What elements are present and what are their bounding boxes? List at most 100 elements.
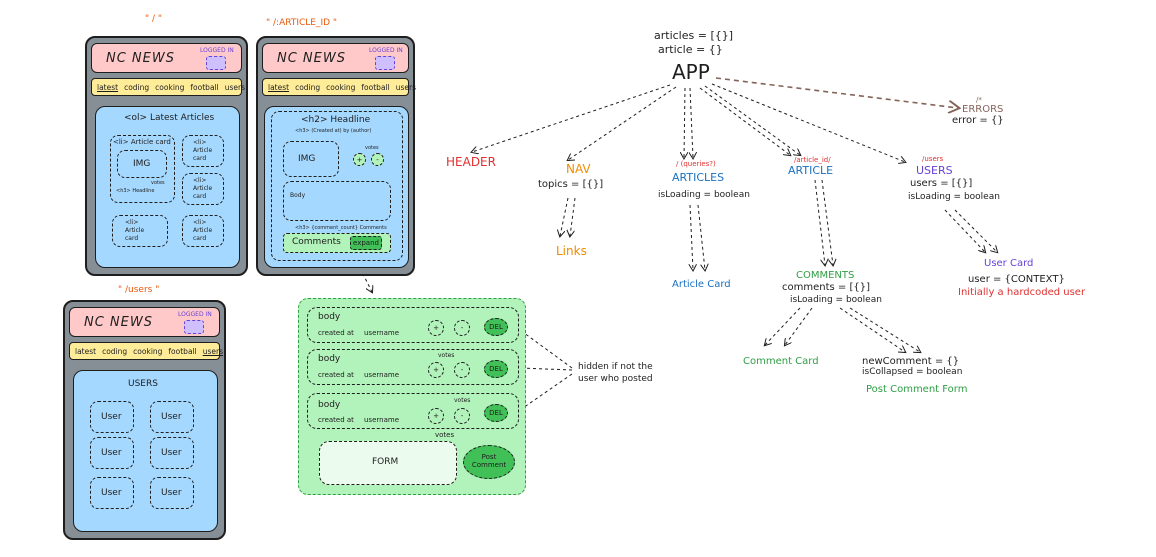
logged-in-label-3: LOGGED IN xyxy=(178,311,212,318)
route-home: " / " xyxy=(145,14,163,24)
header-box-2: NC NEWS LOGGED IN xyxy=(262,43,409,73)
app-node: APP xyxy=(672,60,710,84)
edge-nav-links-2 xyxy=(570,197,576,236)
hidden-note-1: hidden if not the xyxy=(578,362,653,372)
nav-item-coding-2[interactable]: coding xyxy=(295,82,321,92)
nav-item-coding[interactable]: coding xyxy=(124,82,150,92)
comment-card-1: body created at username + - DEL xyxy=(307,307,519,343)
nav-item-users-2[interactable]: users xyxy=(395,82,416,92)
li-article-card[interactable]: <li> Article card IMG votes <h3> Headlin… xyxy=(110,135,175,203)
created-by: <h3> (Created at) by (author) xyxy=(295,128,372,134)
header-title-2: NC NEWS xyxy=(277,51,346,66)
edge-app-articles-2 xyxy=(690,87,693,158)
comments-loading: isLoading = boolean xyxy=(790,295,882,305)
edge-users-usercard xyxy=(944,209,985,252)
user-card-2[interactable]: User xyxy=(150,401,194,433)
comment-upvote-3[interactable]: + xyxy=(428,408,444,424)
comments-bar: Comments expand xyxy=(283,233,391,253)
user-card-1[interactable]: User xyxy=(90,401,134,433)
users-loading: isLoading = boolean xyxy=(908,192,1000,202)
li-card-3[interactable]: <li> Article card xyxy=(112,215,168,247)
edge-app-articles xyxy=(684,87,685,158)
is-collapsed-state: isCollapsed = boolean xyxy=(862,367,963,377)
user-card-4[interactable]: User xyxy=(150,437,194,469)
comment-downvote-1[interactable]: - xyxy=(454,320,470,336)
article-body: Body xyxy=(283,181,391,221)
li-card-4[interactable]: <li> Article card xyxy=(182,215,224,247)
users-heading: USERS xyxy=(128,379,158,389)
nav-item-football-3[interactable]: football xyxy=(168,346,197,356)
delete-button-3[interactable]: DEL xyxy=(484,404,508,422)
route-article: " /:ARTICLE_ID " xyxy=(266,18,338,28)
delete-button-2[interactable]: DEL xyxy=(484,360,508,378)
user-card-6[interactable]: User xyxy=(150,477,194,509)
edge-comments-form-2 xyxy=(849,307,920,352)
nav-item-coding-3[interactable]: coding xyxy=(102,346,128,356)
nav-item-latest-3[interactable]: latest xyxy=(75,346,97,356)
header-box-3: NC NEWS LOGGED IN xyxy=(69,307,220,337)
comment-count: <h3> {comment_count} Comments xyxy=(295,225,387,231)
articles-panel: <ol> Latest Articles <li> Article card I… xyxy=(95,106,240,268)
article-node: ARTICLE xyxy=(788,164,834,177)
li-card-2[interactable]: <li> Article card xyxy=(182,173,224,205)
user-card-3[interactable]: User xyxy=(90,437,134,469)
comment-downvote-2[interactable]: - xyxy=(454,362,470,378)
comment-card-node: Comment Card xyxy=(743,356,819,367)
header-title: NC NEWS xyxy=(106,51,175,66)
upvote-button[interactable]: + xyxy=(353,153,366,166)
nav-bar-2: latest coding cooking football users xyxy=(262,78,416,96)
comment-form[interactable]: FORM xyxy=(319,441,457,485)
h2-headline: <h2> Headline xyxy=(301,115,371,125)
users-node: USERS xyxy=(916,164,953,177)
edge-app-header xyxy=(472,84,671,152)
articles-node: ARTICLES xyxy=(672,171,725,184)
user-card-5[interactable]: User xyxy=(90,477,134,509)
nav-item-cooking[interactable]: cooking xyxy=(155,82,185,92)
edge-app-article-2 xyxy=(704,85,800,155)
hidden-note-2: user who posted xyxy=(578,374,653,384)
logged-in-box xyxy=(206,56,226,70)
nav-item-cooking-2[interactable]: cooking xyxy=(326,82,356,92)
post-comment-button[interactable]: Post Comment xyxy=(463,445,515,479)
edge-article-comments xyxy=(814,179,825,265)
nav-state: topics = [{}] xyxy=(538,179,604,190)
logged-in-box-2 xyxy=(375,56,395,70)
nav-item-football-2[interactable]: football xyxy=(361,82,390,92)
nav-bar-3: latest coding cooking football users xyxy=(69,342,223,360)
comments-node: COMMENTS xyxy=(796,270,855,281)
user-card-node: User Card xyxy=(984,258,1034,269)
edge-app-errors xyxy=(715,77,958,108)
comment-upvote-2[interactable]: + xyxy=(428,362,444,378)
edge-users-usercard-2 xyxy=(954,209,997,252)
downvote-button[interactable]: - xyxy=(371,153,384,166)
nav-item-latest[interactable]: latest xyxy=(97,82,119,92)
nav-item-users-3[interactable]: users xyxy=(202,346,223,356)
edge-comments-card-2 xyxy=(785,307,813,345)
nav-item-football[interactable]: football xyxy=(190,82,219,92)
comment-card-3: body created at username votes + - DEL xyxy=(307,393,519,429)
errors-node: ERRORS xyxy=(962,104,1004,115)
comment-downvote-3[interactable]: - xyxy=(454,408,470,424)
delete-button-1[interactable]: DEL xyxy=(484,318,508,336)
article-wireframe: NC NEWS LOGGED IN latest coding cooking … xyxy=(256,36,416,276)
edge-note-del-2 xyxy=(519,367,573,371)
app-state-article: article = {} xyxy=(658,43,723,56)
links-node: Links xyxy=(556,244,587,258)
articles-loading: isLoading = boolean xyxy=(658,190,750,200)
nav-item-cooking-3[interactable]: cooking xyxy=(133,346,163,356)
errors-state: error = {} xyxy=(952,115,1004,126)
nav-item-latest-2[interactable]: latest xyxy=(268,82,290,92)
img-placeholder: IMG xyxy=(117,150,167,178)
header-node: HEADER xyxy=(446,155,496,169)
edge-app-article xyxy=(699,87,790,155)
hardcoded-note: Initially a hardcoded user xyxy=(958,287,1086,298)
expand-button[interactable]: expand xyxy=(350,236,382,250)
nav-item-users[interactable]: users xyxy=(224,82,245,92)
logged-in-box-3 xyxy=(184,320,204,334)
comment-upvote-1[interactable]: + xyxy=(428,320,444,336)
edge-articles-card-2 xyxy=(697,204,705,270)
nav-node: NAV xyxy=(566,162,591,176)
li-card-1[interactable]: <li> Article card xyxy=(182,135,224,167)
comments-panel: body created at username + - DEL body cr… xyxy=(298,298,526,495)
